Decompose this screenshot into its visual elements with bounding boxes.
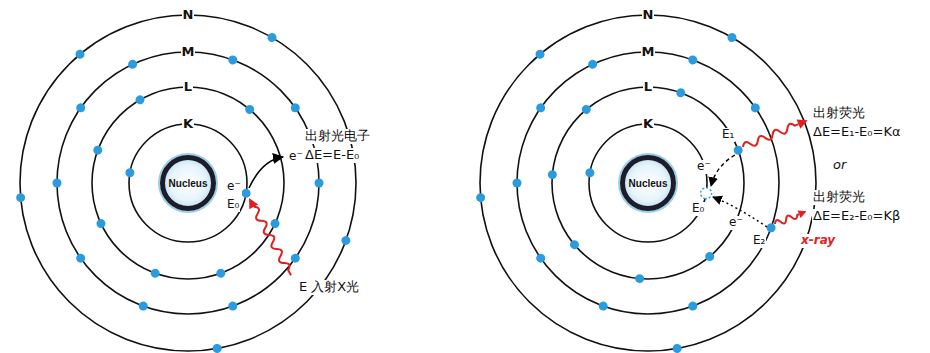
shell-label: N (642, 8, 655, 23)
electron (243, 103, 256, 116)
electron (513, 179, 522, 188)
electron (53, 179, 62, 188)
annotation-label: or (832, 158, 847, 173)
electron (687, 54, 699, 66)
shell-n (20, 15, 356, 351)
right-atom (476, 15, 816, 353)
electron (227, 300, 239, 312)
annotation-label: e⁻ (288, 150, 304, 164)
electron (687, 300, 699, 312)
electron (74, 48, 87, 61)
arrowhead (797, 116, 810, 129)
annotation-label: ΔE=E-E₀ (304, 148, 360, 163)
electron (241, 188, 251, 198)
electron (289, 102, 302, 115)
fluorescence-wave (741, 116, 810, 152)
electron (227, 54, 239, 66)
shell-n (480, 15, 816, 351)
electron (703, 250, 716, 263)
wave-line (251, 205, 294, 277)
shell-l (552, 87, 744, 279)
shell-l (92, 87, 284, 279)
annotation-label: E₀ (691, 202, 705, 216)
electron (726, 31, 738, 43)
annotation-label: ΔE=E₁-E₀=Kα (812, 125, 902, 140)
electron (95, 218, 107, 230)
photoelectron-arrow (249, 157, 283, 188)
electron (675, 87, 687, 99)
electron (534, 252, 547, 265)
electron (266, 31, 278, 43)
electron (215, 267, 227, 279)
nucleus-label: Nucleus (169, 178, 208, 189)
left-atom (16, 15, 356, 353)
electron (315, 179, 324, 188)
vacancy (700, 187, 713, 200)
electron (212, 343, 222, 353)
nucleus-circle: Nucleus (160, 155, 216, 211)
electron (585, 168, 595, 178)
electron (534, 102, 547, 115)
nucleus-circle: Nucleus (620, 155, 676, 211)
electron (749, 102, 762, 115)
shell-label: M (181, 45, 196, 60)
shell-m (517, 52, 779, 314)
fluorescence-wave (774, 208, 809, 228)
arrowhead (798, 208, 808, 218)
electron (568, 238, 581, 251)
annotation-label: E₂ (752, 234, 766, 248)
electron (597, 300, 609, 312)
electron (149, 267, 161, 279)
shell-label: N (182, 8, 195, 23)
transition-arrow (711, 155, 735, 186)
annotation-label: ΔE=E₂-E₀=Kβ (812, 209, 901, 224)
electron-dots (16, 31, 352, 353)
wave-line (742, 121, 800, 150)
annotation-label: E₁ (721, 128, 735, 142)
electron (580, 103, 593, 116)
electron (534, 48, 547, 61)
nucleus-label: Nucleus (629, 178, 668, 189)
electron (476, 193, 486, 203)
shell-m (57, 52, 319, 314)
electron (340, 235, 352, 247)
electron (125, 168, 135, 178)
electron (74, 252, 87, 265)
annotation-label: e⁻ (728, 216, 744, 230)
electron (16, 193, 26, 203)
electron (635, 274, 645, 284)
electron (587, 58, 599, 70)
wave-line (774, 211, 800, 226)
shell-label: L (183, 80, 193, 95)
annotation-label: e⁻ (696, 160, 712, 174)
annotation-label: x-ray (800, 234, 836, 248)
electron (127, 58, 139, 70)
shell-label: M (641, 45, 656, 60)
shell-k (129, 124, 247, 242)
annotation-label: 出射光电子 (304, 129, 371, 144)
annotation-label: e⁻ (226, 180, 242, 194)
incident-xray (245, 196, 296, 278)
electron (269, 218, 281, 230)
shell-label: K (182, 117, 194, 132)
electron (289, 252, 302, 265)
electron (672, 343, 682, 353)
shell-label: K (642, 117, 654, 132)
electron (137, 300, 149, 312)
annotation-label: 出射荧光 (812, 106, 866, 121)
electron (74, 102, 87, 115)
shell-label: L (643, 80, 653, 95)
annotation-label: E₀ (226, 198, 240, 212)
electron (92, 144, 104, 156)
electron (134, 94, 146, 106)
annotation-label: 出射荧光 (812, 190, 866, 205)
shell-k (589, 124, 707, 242)
electron-dots (476, 31, 777, 353)
annotation-label: E 入射X光 (298, 280, 360, 295)
electron (547, 170, 557, 180)
